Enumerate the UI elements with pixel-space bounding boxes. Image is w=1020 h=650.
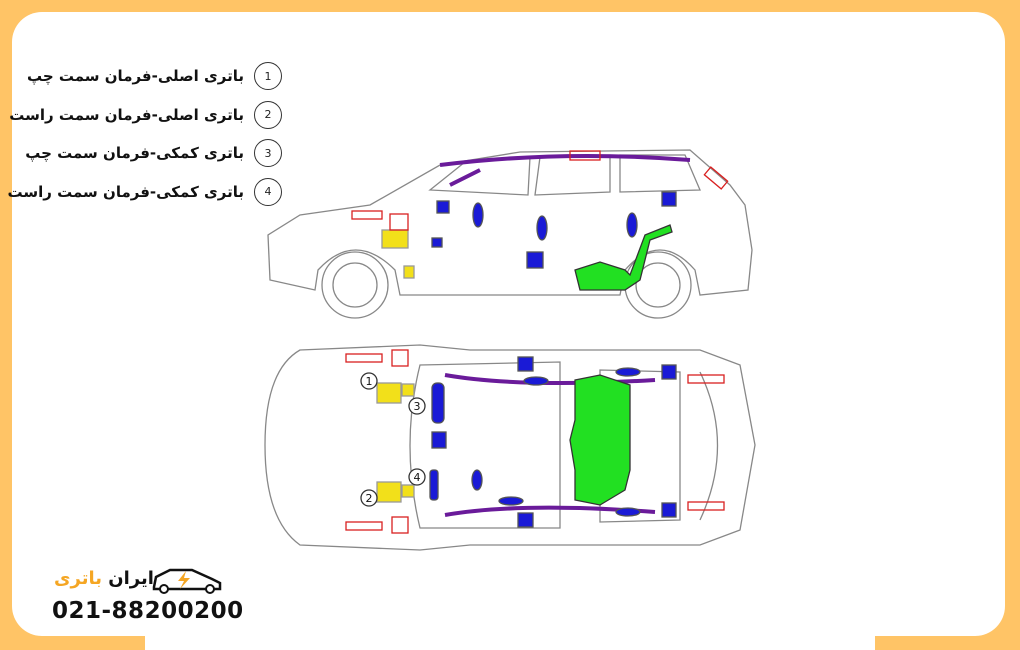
legend-item: 3 باتری کمکی-فرمان سمت چپ [7, 134, 282, 173]
legend-item: 1 باتری اصلی-فرمان سمت چپ [7, 57, 282, 96]
callout-4: 4 [414, 471, 421, 484]
legend-number: 4 [254, 177, 282, 206]
legend-label: باتری اصلی-فرمان سمت چپ [26, 67, 244, 86]
phone-number: 021-88200200 [52, 598, 244, 624]
brand-mark: ایران باتری [52, 565, 227, 597]
car-side-view [267, 149, 753, 319]
brand-name: ایران باتری [54, 568, 154, 589]
legend-number: 2 [254, 100, 282, 129]
callout-1: 1 [366, 375, 373, 388]
car-top-view [264, 344, 756, 551]
legend-number: 1 [254, 62, 282, 91]
callout-3: 3 [414, 400, 421, 413]
callout-2: 2 [366, 492, 373, 505]
legend-item: 4 باتری کمکی-فرمان سمت راست [7, 173, 282, 212]
legend-number: 3 [254, 139, 282, 168]
battery-legend: 1 باتری اصلی-فرمان سمت چپ 2 باتری اصلی-فرم… [7, 57, 282, 211]
bottom-accent [145, 636, 875, 650]
diagram-callouts [360, 372, 426, 507]
car-logo-icon [152, 568, 222, 594]
legend-label: باتری اصلی-فرمان سمت راست [9, 105, 244, 124]
legend-item: 2 باتری اصلی-فرمان سمت راست [7, 96, 282, 135]
legend-label: باتری کمکی-فرمان سمت چپ [25, 144, 244, 163]
content-panel [12, 12, 1005, 636]
legend-label: باتری کمکی-فرمان سمت راست [7, 182, 244, 201]
